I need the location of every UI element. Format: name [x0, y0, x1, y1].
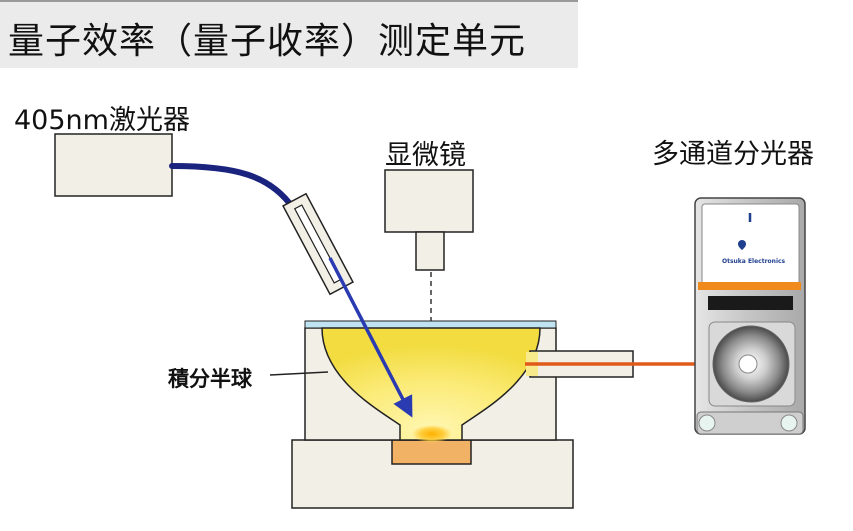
- sample: [391, 439, 472, 465]
- spectrometer-stripe: [698, 282, 801, 290]
- spectrometer-slot: [708, 296, 793, 310]
- laser-unit: [54, 133, 173, 197]
- sphere-label-leader: [269, 371, 329, 376]
- microscope-body: [384, 169, 474, 233]
- diagram-title: 量子效率（量子收率）测定单元: [8, 21, 527, 62]
- microscope-objective: [415, 231, 445, 271]
- title-band: [0, 0, 578, 68]
- glass-cover: [304, 320, 557, 329]
- spectrometer: [694, 197, 806, 435]
- emission-hotspot: [412, 425, 452, 443]
- label-laser: 405nm激光器: [14, 105, 190, 136]
- label-spectrometer: 多通道分光器: [652, 139, 814, 170]
- laser-beam: [328, 257, 413, 418]
- label-integrating-sphere: 積分半球: [168, 367, 252, 391]
- label-microscope: 显微镜: [385, 140, 466, 171]
- spectrometer-foot-left: [698, 414, 716, 432]
- spectrometer-foot-right: [780, 414, 798, 432]
- otsuka-drop-icon: [738, 240, 746, 250]
- spectrometer-brand: Otsuka Electronics: [722, 258, 786, 265]
- optical-fiber: [169, 163, 296, 211]
